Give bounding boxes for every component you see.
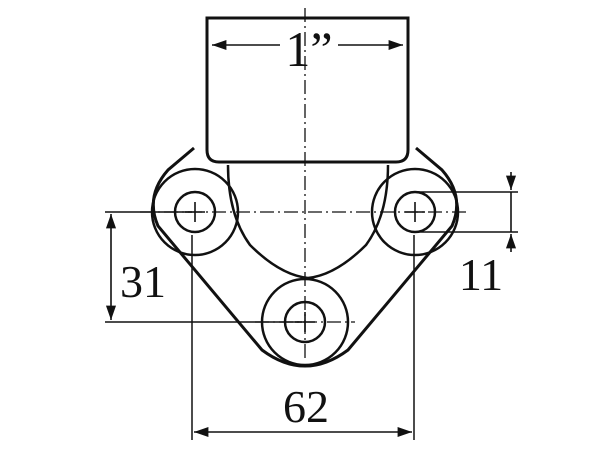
inner-cavity xyxy=(226,164,390,280)
pipe-body xyxy=(205,16,410,164)
vertical-offset-dimension: 31 xyxy=(105,211,302,323)
pipe-size-dimension: 1” xyxy=(212,21,403,77)
hole-spacing-dimension: 62 xyxy=(191,235,415,440)
hole-spacing-label: 62 xyxy=(283,381,329,432)
vertical-offset-label: 31 xyxy=(120,256,166,307)
hole-diameter-label: 11 xyxy=(459,249,503,300)
hole-diameter-dimension: 11 xyxy=(418,172,518,300)
pipe-size-label: 1” xyxy=(285,21,332,77)
center-lines xyxy=(140,8,470,362)
